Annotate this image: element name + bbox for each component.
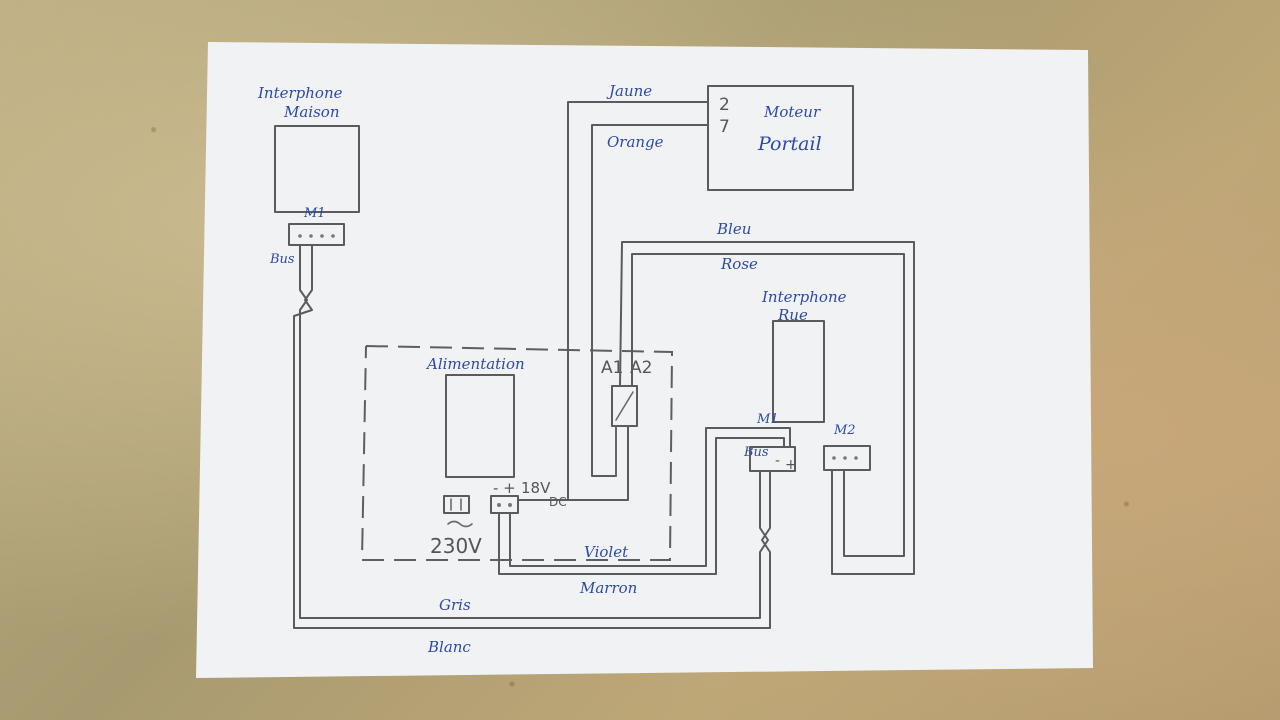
label-gris: Gris xyxy=(439,596,471,614)
intercom-street: Interphone Rue M1 M2 Bus - + xyxy=(743,288,871,473)
wire-marron xyxy=(509,427,791,567)
mains-voltage: 230V xyxy=(430,534,482,558)
label-marron: Marron xyxy=(579,579,637,597)
m1-house-label: M1 xyxy=(303,206,326,221)
m1-street-label: M1 xyxy=(756,412,779,427)
wire-violet xyxy=(498,437,785,575)
motor-terminal-7: 7 xyxy=(719,117,730,137)
paper-sheet xyxy=(196,42,1093,678)
m1-street-terminal xyxy=(749,446,796,472)
m1-house-terminal xyxy=(288,223,345,246)
wire-bleu xyxy=(619,241,915,575)
label-bleu: Bleu xyxy=(716,220,751,238)
m2-street-label: M2 xyxy=(833,423,856,438)
intercom-house-title-line1: Interphone xyxy=(257,84,343,102)
ps-polarity: - + xyxy=(493,479,516,497)
gate-motor-title-line2: Portail xyxy=(757,133,822,155)
wire-dc-relay xyxy=(517,425,629,501)
wire-blanc xyxy=(293,244,771,629)
bus-house-label: Bus xyxy=(269,252,295,267)
label-violet: Violet xyxy=(584,543,629,561)
relay-box xyxy=(611,385,638,427)
relay-a2: A2 xyxy=(630,358,652,378)
gate-motor: Moteur Portail 2 7 xyxy=(707,85,854,191)
relay-a1: A1 xyxy=(601,358,623,378)
wires xyxy=(293,101,915,629)
label-jaune: Jaune xyxy=(606,82,652,100)
intercom-house-title-line2: Maison xyxy=(283,103,340,121)
intercom-house-box xyxy=(274,125,360,213)
wire-rose xyxy=(631,253,905,557)
m2-street-terminal xyxy=(823,445,871,471)
label-orange: Orange xyxy=(607,133,664,151)
label-blanc: Blanc xyxy=(427,638,471,656)
gate-motor-box xyxy=(707,85,854,191)
wire-labels: Jaune Orange Bleu Rose Violet Marron Gri… xyxy=(427,82,758,656)
intercom-street-title-line1: Interphone xyxy=(761,288,847,306)
bus-minus-label: - xyxy=(775,453,780,469)
dc-terminal xyxy=(490,495,519,514)
intercom-street-title-line2: Rue xyxy=(777,306,808,324)
power-supply-enclosure: Alimentation 230V - + 18V DC A1 A2 xyxy=(360,345,674,561)
label-rose: Rose xyxy=(720,255,758,273)
power-supply-title: Alimentation xyxy=(425,355,525,373)
bus-plus-label: + xyxy=(785,457,797,473)
wire-gris xyxy=(299,244,769,619)
motor-terminal-2: 2 xyxy=(719,95,730,115)
intercom-street-box xyxy=(772,320,825,423)
gate-motor-title-line1: Moteur xyxy=(763,103,821,121)
ps-dc: DC xyxy=(549,495,567,509)
intercom-house: Interphone Maison M1 Bus xyxy=(257,84,360,267)
ps-voltage: 18V xyxy=(521,479,551,497)
power-supply-box xyxy=(445,374,515,478)
mains-terminal xyxy=(443,495,470,514)
